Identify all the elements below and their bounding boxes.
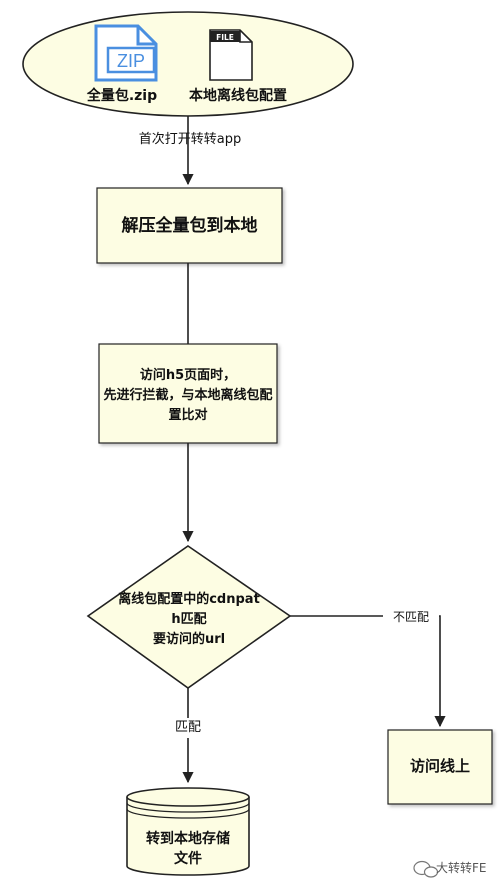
decision-label-line-1: 离线包配置中的cdnpat bbox=[118, 592, 260, 607]
intercept-label-line-1: 访问h5页面时， bbox=[139, 368, 237, 383]
unzip-label: 解压全量包到本地 bbox=[121, 216, 258, 236]
svg-text:FILE: FILE bbox=[216, 33, 234, 42]
edge-label-no-match: 不匹配 bbox=[383, 607, 439, 627]
edge-decision-to-online bbox=[290, 615, 446, 728]
zip-file-icon: ZIP bbox=[94, 24, 158, 82]
intercept-label-line-3: 置比对 bbox=[168, 408, 208, 423]
local-label-line-1: 转到本地存储 bbox=[146, 831, 230, 847]
zip-label: 全量包.zip bbox=[86, 88, 158, 104]
local-label-line-2: 文件 bbox=[174, 851, 202, 867]
svg-text:ZIP: ZIP bbox=[117, 51, 145, 71]
edge-label-first-open: 首次打开转转app bbox=[138, 132, 242, 147]
wechat-logo-icon bbox=[413, 860, 439, 878]
decision-label-line-3: 要访问的url bbox=[152, 632, 226, 647]
online-box bbox=[387, 729, 493, 805]
config-label: 本地离线包配置 bbox=[189, 88, 287, 104]
config-file-icon: FILE bbox=[209, 29, 253, 81]
watermark-text: 大转转FE bbox=[436, 861, 487, 875]
unzip-box bbox=[96, 187, 283, 264]
intercept-label-line-2: 先进行拦截，与本地离线包配 bbox=[103, 388, 273, 403]
decision-label-line-2: h匹配 bbox=[171, 612, 207, 627]
edge-label-match: 匹配 bbox=[162, 718, 214, 738]
local-storage-cylinder bbox=[126, 787, 250, 876]
online-label: 访问线上 bbox=[409, 757, 470, 775]
intercept-box bbox=[98, 343, 278, 444]
